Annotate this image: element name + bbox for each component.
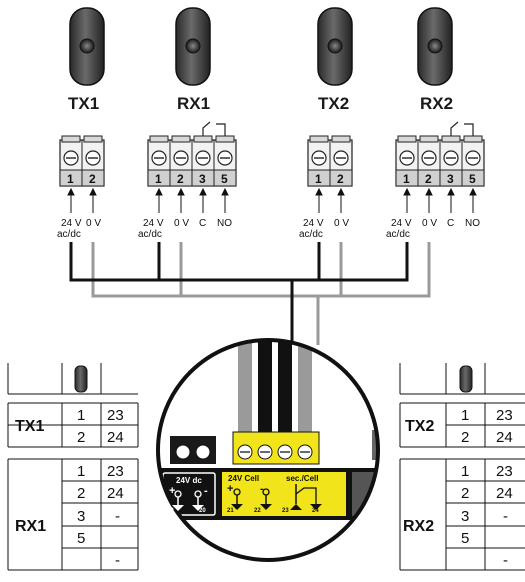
device-label-tx1: TX1	[68, 94, 99, 113]
rx2-label-c: C	[447, 218, 454, 229]
tx1-pin-1: 1	[67, 172, 74, 186]
board-terminal-19: 19	[167, 508, 174, 514]
board-cell-symbols	[231, 484, 322, 510]
board-terminal-23: 23	[282, 508, 289, 514]
tx2-pin-1: 1	[315, 172, 322, 186]
rx1-pin-2: 2	[177, 172, 184, 186]
table-left-rx-r3-pin: 3	[77, 508, 85, 525]
table-right-rx-r2-term: 24	[496, 485, 513, 502]
terminal-block-rx2	[395, 121, 485, 187]
table-right-tx-r2-pin: 2	[461, 429, 469, 446]
table-right-tx-label: TX2	[405, 418, 434, 435]
table-right-rx-r1-pin: 1	[461, 463, 469, 480]
board-24vdc-symbols	[172, 490, 204, 511]
table-left-rx-r1-pin: 1	[77, 463, 85, 480]
board-seccell-title: sec./Cell	[286, 474, 318, 483]
rx2-pin-3: 3	[447, 172, 454, 186]
table-left-rx-r4-term: -	[115, 552, 120, 569]
wire-bus-black	[69, 242, 409, 345]
table-right-tx-r1-pin: 1	[461, 407, 469, 424]
table-right-tx-r2-term: 24	[496, 429, 513, 446]
table-right-photocell-icon	[459, 365, 473, 393]
board-24vdc-plus: +	[169, 485, 175, 497]
tx1-label-acdc: ac/dc	[57, 229, 81, 240]
rx2-label-acdc: ac/dc	[386, 229, 410, 240]
table-right-rx-r1-term: 23	[496, 463, 513, 480]
photocell-rx1	[175, 7, 211, 86]
table-right-rx-r4-pin: 5	[461, 530, 469, 547]
tx2-label-24v: 24 V	[303, 218, 324, 229]
table-right-tx-r1-term: 23	[496, 407, 513, 424]
board-terminal-24: 24	[312, 508, 319, 514]
table-left-tx-r1-term: 23	[107, 407, 124, 424]
magnified-board-view	[156, 338, 380, 562]
terminal-block-rx1	[147, 121, 237, 187]
table-left-rx-r1-term: 23	[107, 463, 124, 480]
board-cell-plus: +	[227, 483, 233, 495]
table-left-rx-r3-term: -	[115, 508, 120, 525]
terminal-block-tx2	[307, 135, 353, 187]
photocell-rx2	[417, 7, 453, 86]
table-left-tx-r2-term: 24	[107, 429, 124, 446]
table-left-rx-label: RX1	[15, 518, 46, 535]
rx2-label-0v: 0 V	[422, 218, 437, 229]
table-right-rx-r4-term: -	[503, 552, 508, 569]
rx1-pin-5: 5	[221, 172, 228, 186]
table-left-photocell-icon	[74, 365, 88, 393]
table-right-rx-r3-pin: 3	[461, 508, 469, 525]
board-24vdc-minus: -	[204, 485, 208, 497]
tx1-pin-2: 2	[89, 172, 96, 186]
tx2-label-0v: 0 V	[334, 218, 349, 229]
board-cell-minus: -	[260, 483, 264, 495]
rx2-pin-5: 5	[469, 172, 476, 186]
table-left-rx-r4-pin: 5	[77, 530, 85, 547]
rx1-label-24v: 24 V	[143, 218, 164, 229]
table-left-tx-r2-pin: 2	[77, 429, 85, 446]
rx1-pin-3: 3	[199, 172, 206, 186]
rx1-label-c: C	[199, 218, 206, 229]
device-label-tx2: TX2	[318, 94, 349, 113]
board-terminal-20: 20	[199, 508, 206, 514]
rx2-pin-2: 2	[425, 172, 432, 186]
tx2-pin-2: 2	[337, 172, 344, 186]
board-terminal-22: 22	[254, 508, 261, 514]
table-left-rx-r2-term: 24	[107, 485, 124, 502]
rx1-pin-1: 1	[155, 172, 162, 186]
board-terminal-21: 21	[227, 508, 234, 514]
wire-bus-gray	[91, 242, 431, 345]
terminal-arrows	[67, 187, 477, 213]
board-24vcell-title: 24V Cell	[228, 474, 259, 483]
rx2-pin-1: 1	[403, 172, 410, 186]
tx1-label-24v: 24 V	[61, 218, 82, 229]
tx2-label-acdc: ac/dc	[299, 229, 323, 240]
table-right-rx-r3-term: -	[503, 508, 508, 525]
rx2-label-no: NO	[465, 218, 480, 229]
tx1-label-0v: 0 V	[86, 218, 101, 229]
table-right-rx-label: RX2	[403, 518, 434, 535]
table-left-tx-label: TX1	[15, 418, 44, 435]
photocell-tx2	[317, 7, 353, 86]
rx2-label-24v: 24 V	[391, 218, 412, 229]
photocell-tx1	[69, 7, 105, 86]
table-left-tx-r1-pin: 1	[77, 407, 85, 424]
device-label-rx2: RX2	[420, 94, 453, 113]
connection-table-right	[399, 363, 525, 571]
table-right-rx-r2-pin: 2	[461, 485, 469, 502]
device-label-rx1: RX1	[177, 94, 210, 113]
rx1-label-0v: 0 V	[174, 218, 189, 229]
rx1-label-acdc: ac/dc	[138, 229, 162, 240]
table-left-rx-r2-pin: 2	[77, 485, 85, 502]
board-24vdc-title: 24V dc	[176, 476, 202, 485]
terminal-block-tx1	[59, 135, 105, 187]
rx1-label-no: NO	[217, 218, 232, 229]
